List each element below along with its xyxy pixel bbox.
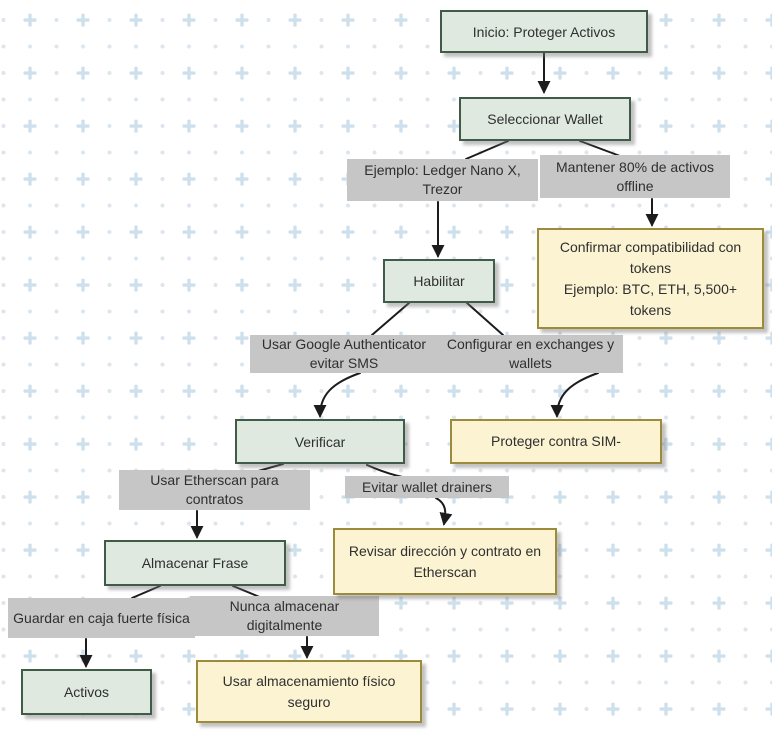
edge-configurar-proteger	[550, 372, 599, 418]
node-verificar: Verificar	[235, 419, 405, 464]
edge-label-nunca-digital: Nunca almacenar digitalmente	[190, 596, 379, 636]
edge-google-verificar	[313, 372, 361, 418]
edge-habilitar-google	[371, 302, 410, 336]
edge-label-usar-etherscan: Usar Etherscan para contratos	[119, 470, 310, 510]
node-activos: Activos	[21, 669, 152, 715]
edge-label-configurar-exchanges: Configurar en exchanges y wallets	[438, 335, 623, 373]
node-almacenamiento-fisico: Usar almacenamiento físico seguro	[196, 660, 422, 723]
node-confirmar-compatibilidad: Confirmar compatibilidad con tokens Ejem…	[537, 228, 764, 329]
edge-label-evitar-drainers: Evitar wallet drainers	[345, 476, 509, 498]
edge-label-ejemplo-ledger: Ejemplo: Ledger Nano X, Trezor	[347, 159, 538, 201]
node-revisar-etherscan: Revisar dirección y contrato en Ethersca…	[333, 528, 557, 595]
node-almacenar-frase: Almacenar Frase	[104, 540, 286, 586]
edge-evitar-revisar	[435, 497, 453, 526]
edge-label-mantener-offline: Mantener 80% de activos offline	[540, 155, 730, 198]
node-habilitar: Habilitar	[383, 259, 495, 303]
edge-label-usar-google: Usar Google Authenticator evitar SMS	[250, 335, 438, 373]
node-inicio: Inicio: Proteger Activos	[440, 10, 648, 53]
edge-seleccionar-mantener	[579, 140, 621, 157]
edge-habilitar-configurar	[466, 302, 504, 336]
node-seleccionar-wallet: Seleccionar Wallet	[459, 97, 631, 141]
node-proteger-sim: Proteger contra SIM-	[450, 419, 662, 464]
edge-almacenar-guardar	[131, 585, 161, 599]
edge-label-guardar-caja: Guardar en caja fuerte física	[8, 598, 195, 638]
edge-seleccionar-ejemplo	[465, 140, 509, 160]
